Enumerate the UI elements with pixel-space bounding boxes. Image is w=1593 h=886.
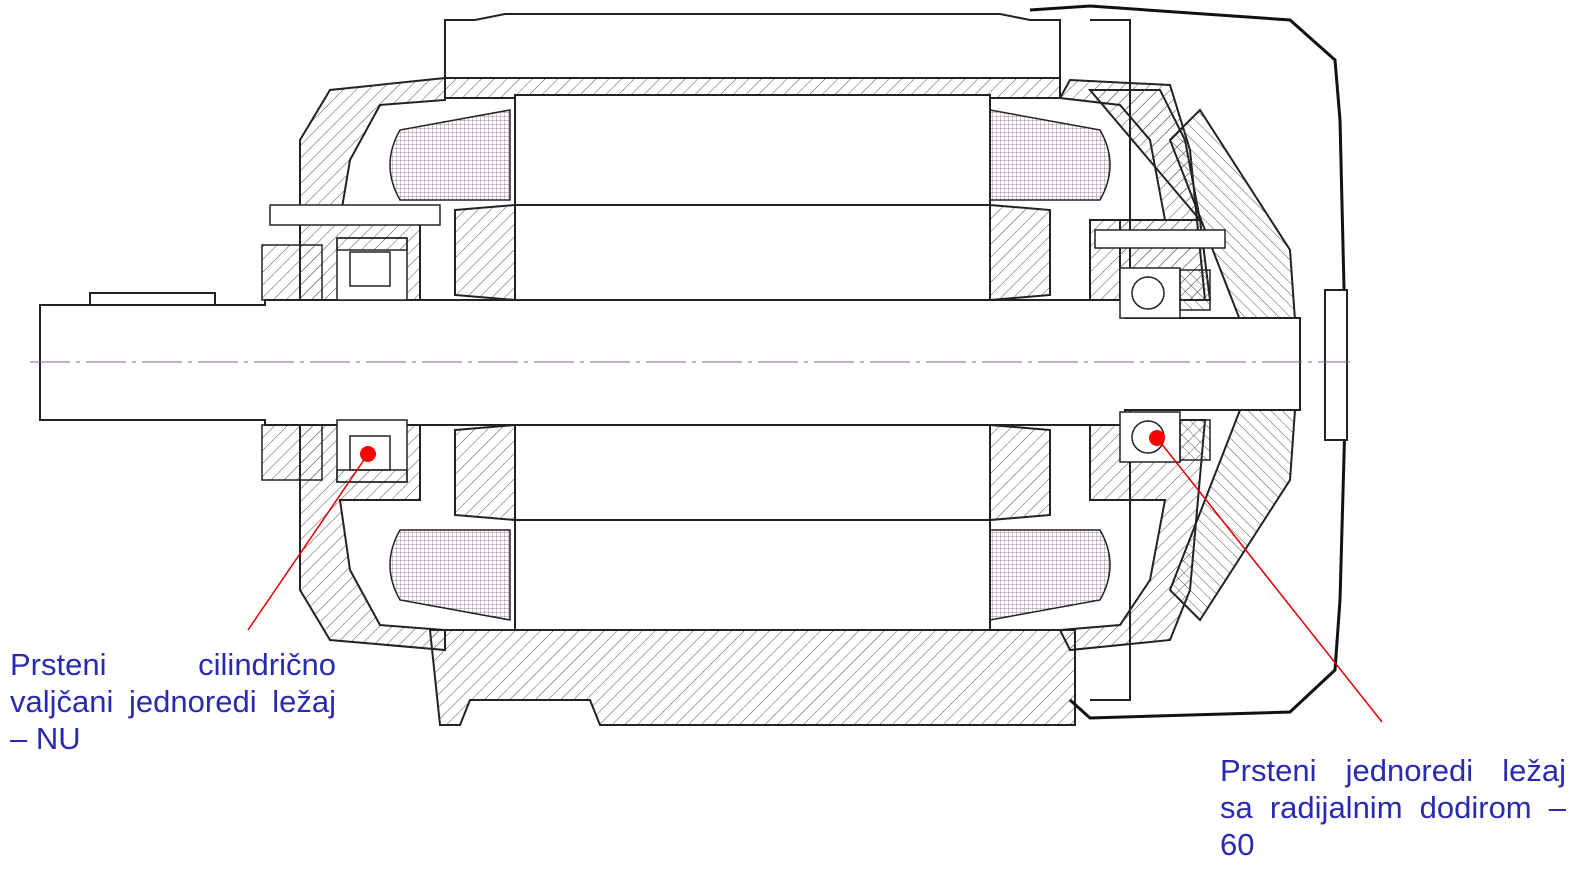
stator-windings — [389, 109, 1111, 621]
right-bearing-marker — [1149, 430, 1165, 446]
leader-lines — [247, 430, 1383, 723]
right-bearing-leader-line — [1156, 437, 1383, 723]
right-bearing-label: Prsteni jednoredi ležaj sa radijalnim do… — [1220, 753, 1566, 862]
stator-core — [514, 94, 991, 631]
left-bearing-marker — [360, 446, 376, 462]
left-bearing-leader-line — [247, 453, 369, 631]
left-bearing-label: Prsteni cilindrično valjčani jednoredi l… — [10, 647, 336, 756]
right-bearing-assembly — [1094, 229, 1226, 463]
left-bearing-assembly — [261, 204, 441, 483]
